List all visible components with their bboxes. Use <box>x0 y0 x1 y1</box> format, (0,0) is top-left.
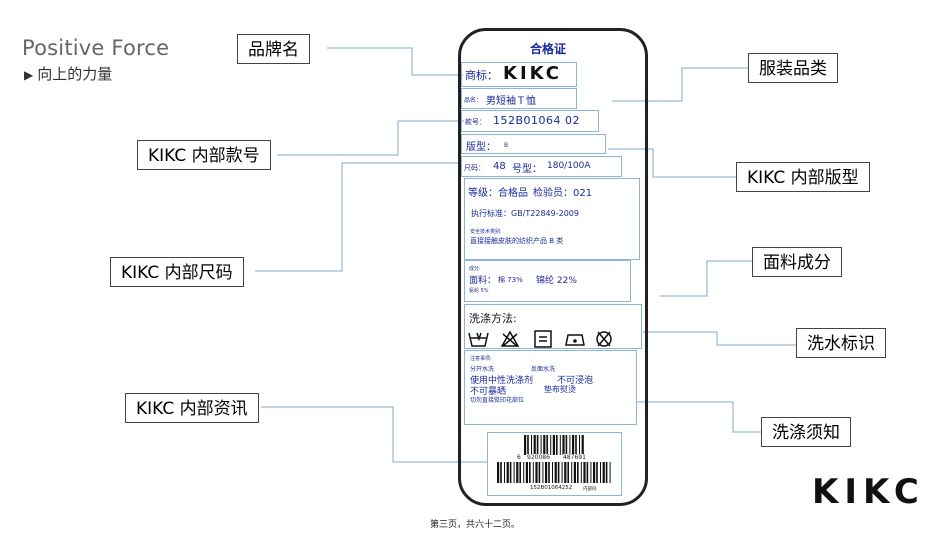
iron-icon <box>565 334 585 346</box>
polyamide-text: 锦纶 22% <box>536 276 577 286</box>
play-triangle-icon: ▶ <box>24 68 34 82</box>
page-footer: 第三页，共六十二页。 <box>429 520 520 530</box>
wash-method-box <box>464 304 642 349</box>
line-wash-mark <box>643 331 796 346</box>
model-value: 180/100A <box>547 161 591 171</box>
notice-2: 反面水洗 <box>531 366 556 373</box>
callout-wash-mark: 洗水标识 <box>796 328 886 358</box>
notice-title: 注意事项: <box>470 356 492 362</box>
barcode-digits-2: 920086 <box>527 454 550 461</box>
callout-category: 服装品类 <box>748 53 838 83</box>
composition-box <box>464 260 631 302</box>
cotton-text: 棉 73% <box>498 276 523 284</box>
callout-fabric: 面料成分 <box>752 247 842 277</box>
standard-text: 执行标准：GB/T22849-2009 <box>471 209 579 218</box>
callout-style-no: KIKC 内部款号 <box>137 140 271 170</box>
inspector-text: 检验员：021 <box>533 188 593 199</box>
style-box <box>461 110 599 132</box>
trademark-box <box>461 62 577 87</box>
callout-size: KIKC 内部尺码 <box>110 257 244 287</box>
notice-5: 不可暴晒 <box>470 387 507 397</box>
brand-title: Positive Force <box>22 36 170 60</box>
notice-box <box>464 350 637 425</box>
product-label: 品名： <box>464 97 483 104</box>
size-box <box>461 156 622 177</box>
brand-subtitle-text: 向上的力量 <box>37 65 113 83</box>
line-fabric <box>660 260 752 297</box>
barcode-bottom-code: 152B01064252 <box>530 485 573 491</box>
safety-label: 安全技术类别: <box>470 229 502 235</box>
line-style-no <box>277 120 464 156</box>
line-size <box>255 162 462 272</box>
style-label: 款号： <box>465 118 486 126</box>
size-label: 尺码： <box>464 164 485 172</box>
composition-label: 成分: <box>469 266 481 272</box>
grade-text: 等级：合格品 <box>468 188 528 199</box>
line-fit <box>608 148 736 178</box>
tag-title: 合格证 <box>530 42 567 56</box>
no-bleach-icon <box>500 330 520 347</box>
trademark-logo: KIKC <box>503 63 562 84</box>
barcode-digits-3: 487691 <box>563 454 586 461</box>
barcode-box <box>487 432 622 496</box>
notice-7: 切勿直接熨印花部位 <box>470 397 525 404</box>
product-value: 男短袖Ｔ恤 <box>486 96 536 107</box>
hand-wash-icon <box>468 332 489 347</box>
product-box <box>461 88 577 109</box>
barcode-digit-1: 6 <box>517 454 521 461</box>
fit-value: B <box>504 142 509 149</box>
wash-icons <box>468 330 612 348</box>
kikc-logo: KIKC <box>812 472 925 512</box>
fabric-label: 面料： <box>469 276 497 286</box>
notice-3: 使用中性洗涤剂 <box>470 376 534 386</box>
callout-info: KIKC 内部资讯 <box>125 393 259 423</box>
barcode-bottom-note: 内部码 <box>583 487 597 492</box>
grade-box <box>464 178 640 260</box>
line-brand <box>327 47 463 76</box>
spandex-text: 氨纶 5% <box>469 288 489 294</box>
wash-method-label: 洗涤方法: <box>469 312 517 325</box>
brand-subtitle: ▶向上的力量 <box>24 63 112 84</box>
fit-label: 版型： <box>466 142 496 153</box>
callout-brand-name: 品牌名 <box>237 34 310 64</box>
notice-1: 分开水洗 <box>470 366 495 373</box>
no-dry-clean-icon <box>596 331 612 347</box>
line-wash-notice <box>637 401 761 433</box>
size-value: 48 <box>493 161 506 172</box>
barcode <box>497 435 611 483</box>
garment-tag <box>458 28 648 506</box>
callout-wash-notice: 洗涤须知 <box>761 417 851 447</box>
style-value: 152B01064 02 <box>493 114 581 127</box>
tumble-dry-icon <box>534 330 552 348</box>
model-label: 号型： <box>512 164 542 175</box>
notice-6: 垫布熨烫 <box>544 385 576 394</box>
safety-value: 直接接触皮肤的纺织产品 B 类 <box>470 237 564 245</box>
callout-fit: KIKC 内部版型 <box>736 162 870 192</box>
line-info <box>261 406 487 463</box>
notice-4: 不可浸泡 <box>557 376 594 386</box>
fit-box <box>461 134 606 154</box>
trademark-label: 商标： <box>465 69 498 82</box>
